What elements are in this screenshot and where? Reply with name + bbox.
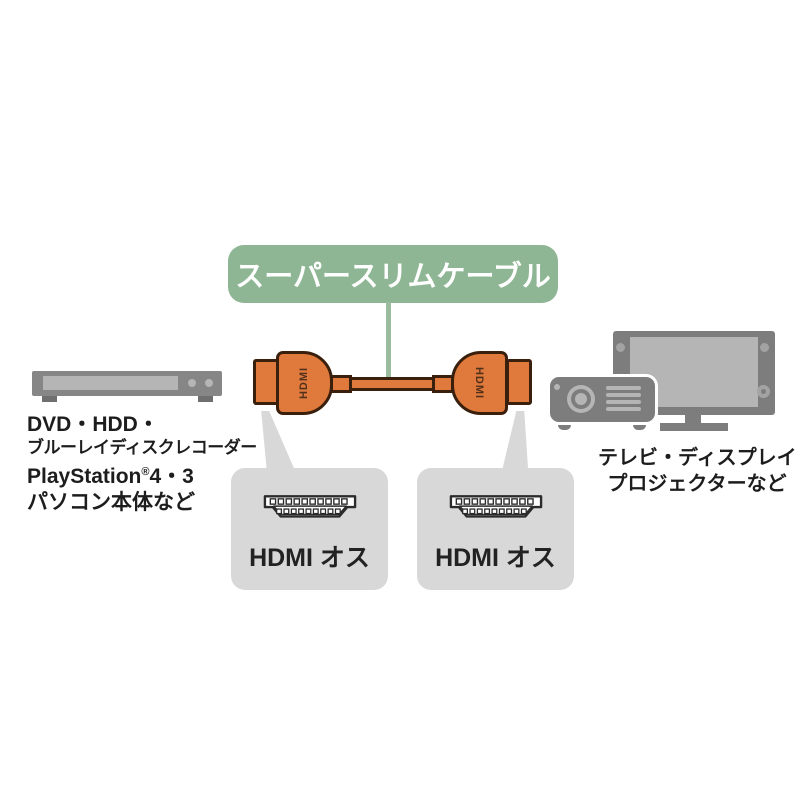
projector-body [547,374,658,425]
right-connector-body: HDMI [451,351,508,415]
recorder-foot [42,396,57,402]
banner-pointer-line [386,302,391,380]
left-connector-label: HDMI [298,366,311,400]
playstation-models: 4・3 [149,465,194,488]
projector-vent [606,407,641,411]
right-callout-tail [501,411,529,471]
caption-line-dvd-hdd: DVD・HDD・ [27,413,159,436]
projector-lens-core [575,393,587,405]
cable-title-banner: スーパースリムケーブル [228,245,558,303]
slim-cable-wire [349,377,435,391]
right-connector-callout: HDMI オス [417,468,574,590]
tv-corner-dot [760,343,769,352]
right-callout-label: HDMI オス [435,544,556,572]
caption-line-projector: プロジェクターなど [607,473,787,495]
caption-line-pc: パソコン本体など [27,491,195,514]
tv-stand-base [660,423,728,431]
recorder-disc-tray [43,376,178,390]
caption-line-tv-display: テレビ・ディスプレイ [598,447,797,469]
caption-line-bluray-recorder: ブルーレイディスクレコーダー [27,438,257,457]
tv-corner-dot [616,343,625,352]
projector-vent [606,393,641,397]
projector-vent [606,400,641,404]
left-connector-callout: HDMI オス [231,468,388,590]
source-devices-caption: DVD・HDD・ ブルーレイディスクレコーダー PlayStation®4・3 … [27,412,257,516]
tv-corner-ring [757,385,770,398]
projector-vent [606,386,641,390]
hdmi-plug-face-icon [263,495,356,518]
right-plug-tip [506,359,532,405]
display-devices-caption: テレビ・ディスプレイ プロジェクターなど [598,445,797,497]
tv-stand [685,415,701,424]
left-connector-body: HDMI [276,351,333,415]
left-callout-tail [261,411,296,471]
projector-indicator-dot [554,384,560,390]
cable-title-label: スーパースリムケーブル [235,261,551,293]
recorder-foot [198,396,213,402]
right-connector-label: HDMI [473,366,486,400]
left-connector-neck [330,375,352,393]
playstation-brand: PlayStation [27,465,142,488]
projector-foot [558,420,571,430]
recorder-button [188,379,196,387]
registered-mark: ® [141,466,150,478]
projector-foot [633,420,646,430]
recorder-button [205,379,213,387]
caption-line-playstation: PlayStation®4・3 [27,459,257,490]
hdmi-plug-face-icon [449,495,542,518]
left-callout-label: HDMI オス [249,544,370,572]
